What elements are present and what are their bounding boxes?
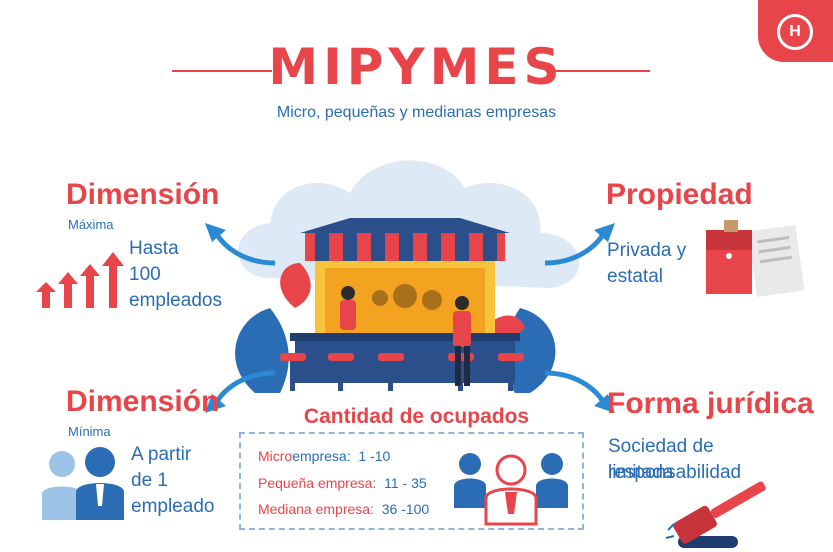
ocupados-row-pequena-prefix: Pequeña empresa: — [258, 475, 377, 491]
dim-min-line-3: empleado — [131, 496, 215, 517]
leaf-left-dark — [235, 308, 289, 393]
ocupados-row-micro-rest: empresa: — [292, 448, 351, 464]
documents-folder-icon — [706, 220, 805, 298]
propiedad-title: Propiedad — [606, 178, 753, 211]
title-rule-right — [555, 70, 650, 72]
customer-person — [453, 296, 471, 386]
propiedad-line-2: estatal — [607, 266, 663, 287]
ocupados-title: Cantidad de ocupados — [303, 405, 530, 428]
ocupados-row-mediana-range: 36 -100 — [381, 501, 430, 517]
title-rule-left — [172, 70, 272, 72]
pan-icon — [393, 284, 417, 308]
arrow-bottom-right-icon — [544, 370, 615, 413]
dim-max-label: Máxima — [68, 217, 114, 232]
vendor-person — [340, 286, 356, 330]
arrow-bottom-left-icon — [205, 370, 276, 413]
ocupados-row-mediana: Mediana empresa: 36 -100 — [258, 501, 429, 517]
forma-line-1: Sociedad de responsabilidad — [608, 436, 742, 483]
hammer-badge-icon: H — [777, 14, 813, 50]
ocupados-row-mediana-prefix: Mediana empresa: — [258, 501, 374, 517]
pan-icon — [422, 290, 442, 310]
forma-line-2: limitada — [608, 462, 674, 483]
dim-max-title: Dimensión — [66, 178, 220, 211]
dim-max-line-3: empleados — [129, 290, 222, 311]
leaf-left-red — [280, 263, 311, 308]
counter — [295, 338, 515, 383]
page-title: MIPYMES — [268, 38, 565, 96]
dim-min-title: Dimensión — [66, 385, 220, 418]
market-stall-illustration — [235, 160, 580, 393]
team-group-icon — [454, 453, 568, 526]
employees-icon — [42, 447, 124, 520]
dim-min-line-1: A partir — [131, 444, 192, 465]
growth-arrows-icon — [36, 252, 124, 308]
ocupados-row-micro: Microempresa: 1 -10 — [258, 448, 390, 464]
gavel-icon — [665, 481, 766, 548]
ocupados-row-micro-prefix: Micro — [258, 448, 293, 464]
arrow-top-right-icon — [544, 223, 615, 266]
arrow-top-left-icon — [205, 223, 276, 266]
forma-title: Forma jurídica — [607, 387, 814, 420]
ocupados-row-pequena: Pequeña empresa: 11 - 35 — [258, 475, 427, 491]
awning — [300, 218, 510, 261]
propiedad-line-1: Privada y — [607, 240, 687, 261]
counter-top — [290, 333, 520, 341]
ocupados-row-pequena-range: 11 - 35 — [384, 475, 427, 491]
dim-max-line-1: Hasta — [129, 238, 179, 259]
ocupados-row-micro-range: 1 -10 — [358, 448, 391, 464]
dim-min-label: Mínima — [68, 424, 111, 439]
dim-min-line-2: de 1 — [131, 470, 168, 491]
page-subtitle: Micro, pequeñas y medianas empresas — [276, 104, 557, 121]
ocupados-box — [239, 432, 584, 530]
dim-max-line-2: 100 — [129, 264, 161, 285]
stools — [280, 353, 524, 391]
pan-icon — [372, 290, 388, 306]
